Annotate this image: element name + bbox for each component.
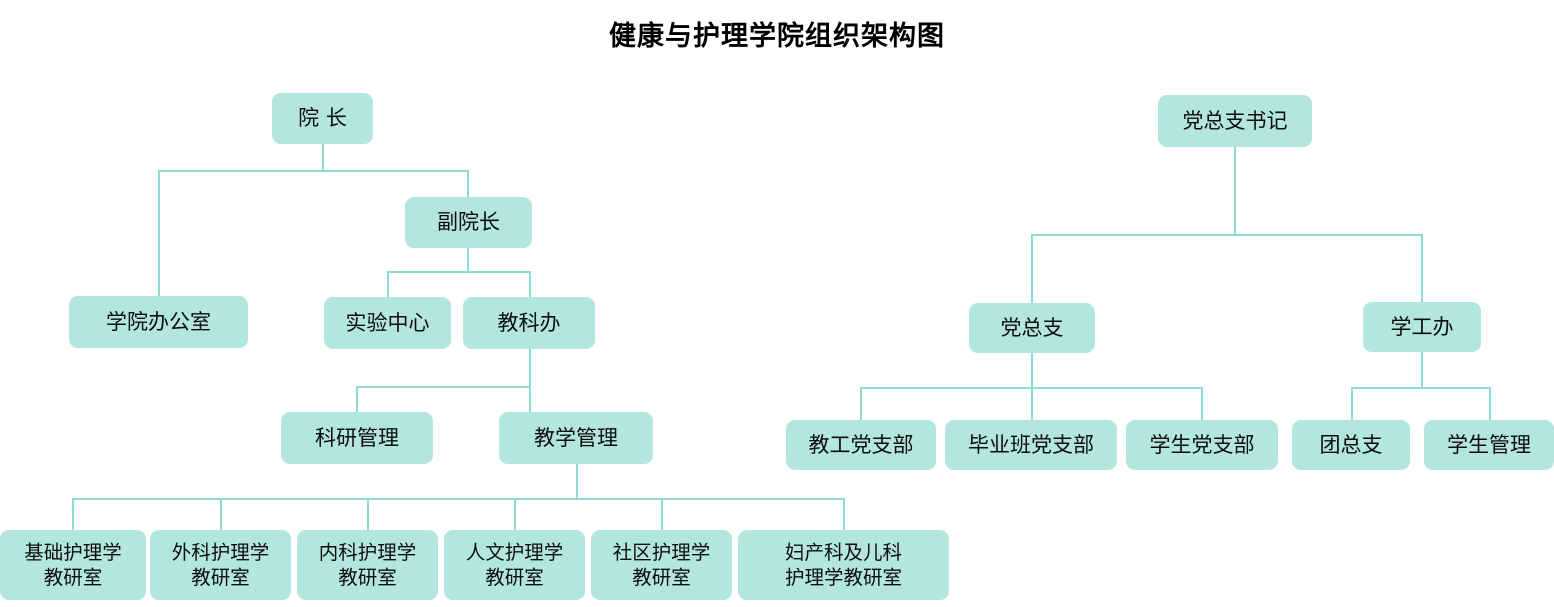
- node-faculty-party-branch-label: 教工党支部: [808, 432, 914, 457]
- connector-basic-nursing-drop: [72, 498, 74, 531]
- node-vice-dean[interactable]: 副院长: [405, 197, 532, 248]
- connector-tro-bus: [356, 386, 531, 388]
- connector-tro-stem: [529, 348, 531, 387]
- node-internal-nursing-label: 内科护理学 教研室: [318, 540, 417, 589]
- node-party-secretary-label: 党总支书记: [1182, 108, 1288, 133]
- node-party-general-branch[interactable]: 党总支: [969, 303, 1095, 353]
- connector-sao-stem: [1421, 352, 1423, 388]
- connector-faculty-party-branch-drop: [860, 387, 862, 420]
- node-student-management-label: 学生管理: [1447, 432, 1531, 457]
- node-student-affairs-office-label: 学工办: [1390, 314, 1454, 339]
- node-humanistic-nursing-label: 人文护理学 教研室: [465, 540, 564, 589]
- node-teaching-research-office[interactable]: 教科办: [463, 297, 595, 349]
- node-basic-nursing[interactable]: 基础护理学 教研室: [0, 530, 146, 600]
- connector-teaching-management-drop: [529, 386, 531, 413]
- node-lab-center-label: 实验中心: [345, 310, 430, 335]
- node-student-party-branch-label: 学生党支部: [1149, 432, 1255, 457]
- connector-dean-stem: [322, 144, 324, 171]
- node-college-office[interactable]: 学院办公室: [69, 296, 248, 348]
- node-student-party-branch[interactable]: 学生党支部: [1126, 420, 1278, 470]
- node-research-management[interactable]: 科研管理: [281, 412, 433, 464]
- connector-student-affairs-office-drop: [1421, 234, 1423, 303]
- node-vice-dean-label: 副院长: [437, 210, 500, 235]
- connector-vice-dean-stem: [467, 248, 469, 272]
- node-party-secretary[interactable]: 党总支书记: [1158, 95, 1312, 147]
- node-surgical-nursing[interactable]: 外科护理学 教研室: [150, 530, 291, 600]
- node-party-general-branch-label: 党总支: [1000, 315, 1064, 340]
- connector-dean-bus: [158, 170, 469, 172]
- connector-vice-dean-drop: [467, 170, 469, 198]
- connector-research-management-drop: [356, 386, 358, 413]
- connector-graduating-class-party-branch-drop: [1031, 387, 1033, 420]
- node-obgyn-pediatric-nursing[interactable]: 妇产科及儿科 护理学教研室: [738, 530, 949, 600]
- connector-tm-bus: [72, 498, 843, 500]
- node-youth-league-branch[interactable]: 团总支: [1292, 420, 1410, 470]
- node-youth-league-branch-label: 团总支: [1319, 432, 1383, 457]
- node-graduating-class-party-branch-label: 毕业班党支部: [968, 432, 1094, 457]
- node-student-management[interactable]: 学生管理: [1424, 420, 1554, 470]
- node-teaching-management[interactable]: 教学管理: [499, 412, 653, 464]
- node-dean[interactable]: 院 长: [272, 93, 373, 144]
- connector-obgyn-pediatric-nursing-drop: [843, 498, 845, 531]
- node-surgical-nursing-label: 外科护理学 教研室: [171, 540, 270, 589]
- node-college-office-label: 学院办公室: [106, 309, 211, 334]
- node-student-affairs-office[interactable]: 学工办: [1363, 302, 1481, 352]
- connector-student-management-drop: [1489, 387, 1491, 420]
- node-research-management-label: 科研管理: [315, 425, 399, 450]
- connector-pgb-bus: [860, 387, 1201, 389]
- page-title: 健康与护理学院组织架构图: [609, 21, 945, 52]
- node-faculty-party-branch[interactable]: 教工党支部: [786, 420, 936, 470]
- node-obgyn-pediatric-nursing-label: 妇产科及儿科 护理学教研室: [784, 540, 902, 589]
- connector-tm-stem: [576, 463, 578, 499]
- node-community-nursing[interactable]: 社区护理学 教研室: [591, 530, 732, 600]
- connector-college-office-drop: [158, 170, 160, 297]
- connector-party-general-branch-drop: [1031, 234, 1033, 303]
- connector-youth-league-branch-drop: [1351, 387, 1353, 420]
- connector-surgical-nursing-drop: [220, 498, 222, 531]
- connector-teaching-research-office-drop: [529, 271, 531, 298]
- node-humanistic-nursing[interactable]: 人文护理学 教研室: [444, 530, 585, 600]
- node-basic-nursing-label: 基础护理学 教研室: [24, 540, 122, 589]
- connector-party-secretary-stem: [1234, 147, 1236, 235]
- connector-pgb-stem: [1031, 353, 1033, 388]
- node-dean-label: 院 长: [298, 106, 347, 131]
- connector-vice-dean-bus: [387, 271, 531, 273]
- node-internal-nursing[interactable]: 内科护理学 教研室: [297, 530, 438, 600]
- connector-sao-bus: [1351, 387, 1490, 389]
- node-teaching-research-office-label: 教科办: [497, 310, 561, 335]
- connector-student-party-branch-drop: [1201, 387, 1203, 420]
- node-lab-center[interactable]: 实验中心: [324, 297, 451, 349]
- connector-party-secretary-bus: [1031, 234, 1422, 236]
- node-teaching-management-label: 教学管理: [534, 425, 618, 450]
- node-community-nursing-label: 社区护理学 教研室: [612, 540, 711, 589]
- node-graduating-class-party-branch[interactable]: 毕业班党支部: [945, 420, 1117, 470]
- connector-community-nursing-drop: [661, 498, 663, 531]
- connector-humanistic-nursing-drop: [514, 498, 516, 531]
- connector-lab-center-drop: [387, 271, 389, 298]
- connector-internal-nursing-drop: [367, 498, 369, 531]
